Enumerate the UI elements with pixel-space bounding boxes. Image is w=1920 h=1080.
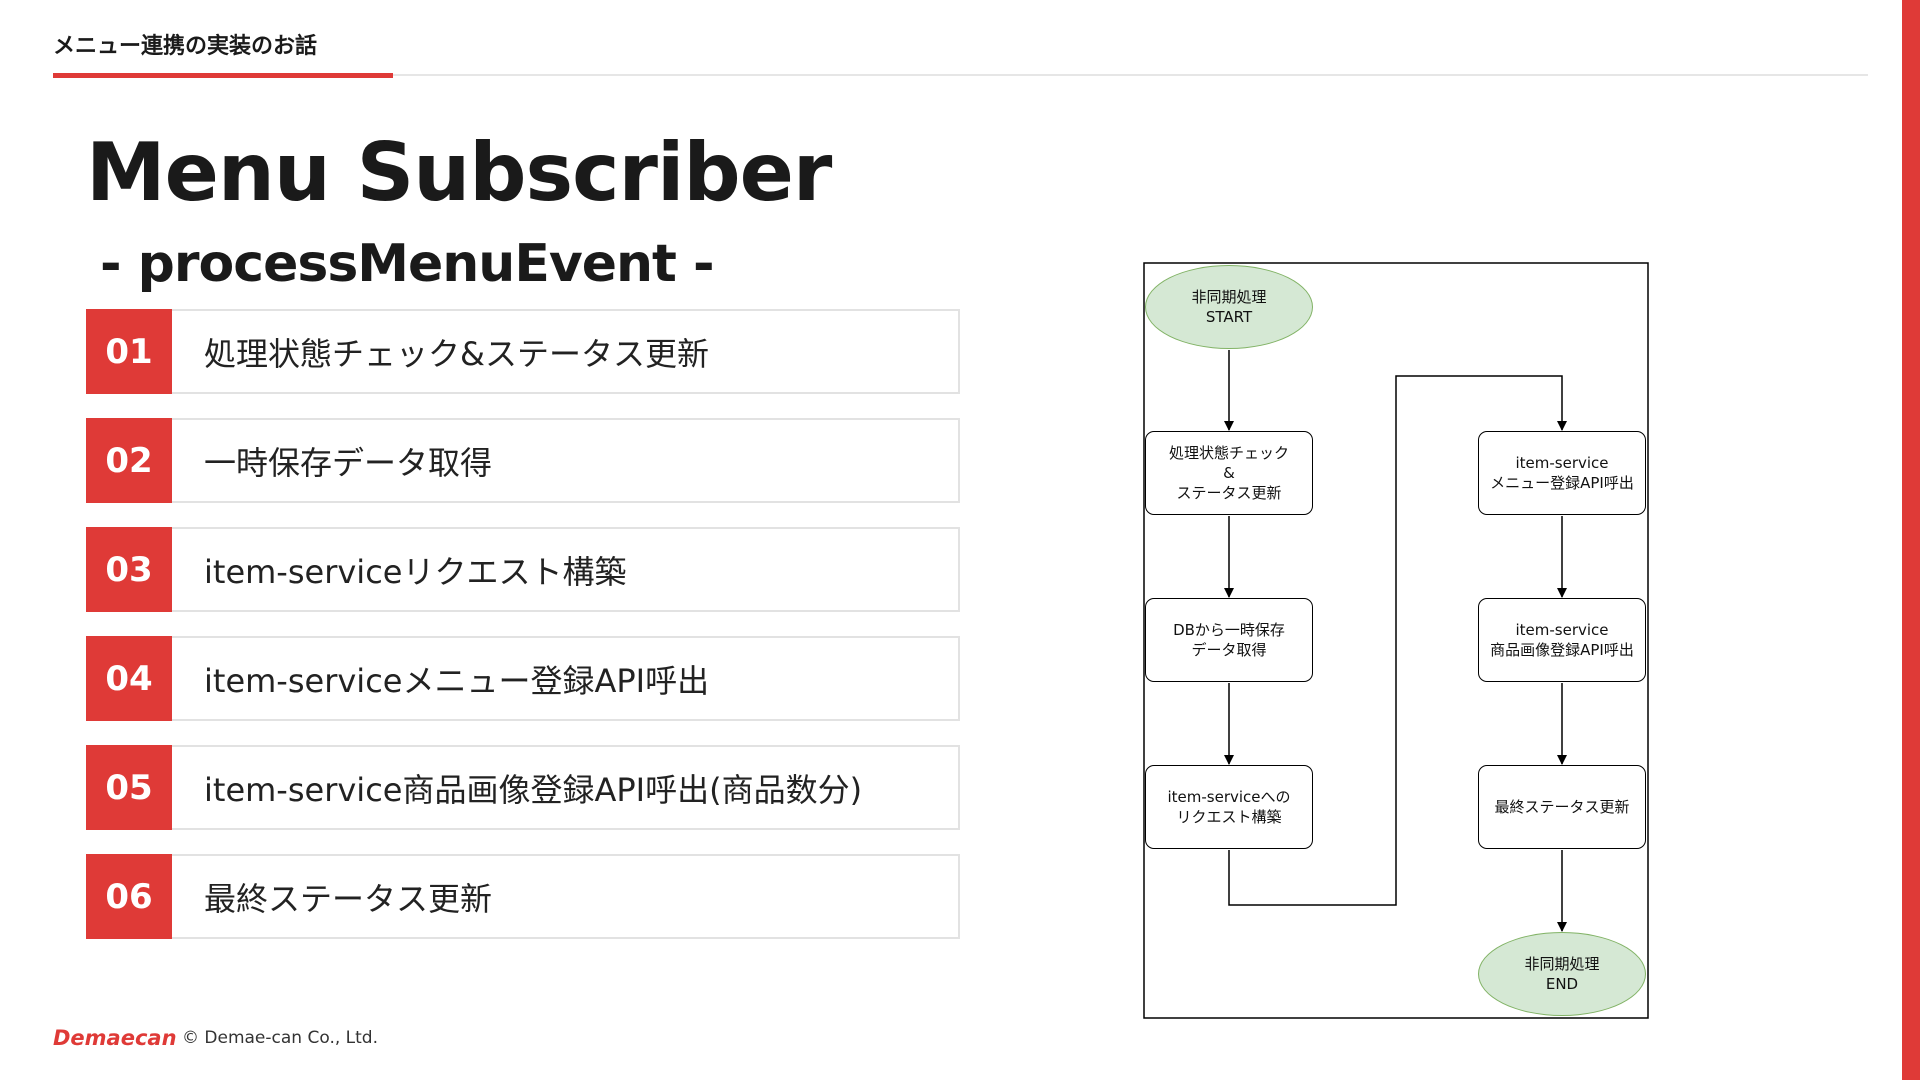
connector-build-menu-api [1228, 375, 1567, 906]
diagram-frame [1143, 262, 1649, 1019]
step-item: 03 item-serviceリクエスト構築 [86, 527, 960, 612]
flow-check-node: 処理状態チェック & ステータス更新 [1145, 431, 1313, 515]
flow-start-node: 非同期処理 START [1145, 265, 1313, 349]
step-label: 処理状態チェック&ステータス更新 [204, 334, 709, 373]
flow-fetch-node: DBから一時保存 データ取得 [1145, 598, 1313, 682]
step-label: 最終ステータス更新 [204, 879, 493, 918]
flow-image-api-node: item-service 商品画像登録API呼出 [1478, 598, 1646, 682]
step-number: 02 [86, 418, 172, 503]
step-label: item-serviceメニュー登録API呼出 [204, 661, 710, 700]
step-label: item-serviceリクエスト構築 [204, 552, 627, 591]
step-label: item-service商品画像登録API呼出(商品数分) [204, 770, 863, 809]
step-label: 一時保存データ取得 [204, 443, 493, 482]
copyright-text: © Demae-can Co., Ltd. [182, 1028, 378, 1048]
flow-end-node: 非同期処理 END [1478, 932, 1646, 1016]
step-number: 01 [86, 309, 172, 394]
accent-side-bar [1902, 0, 1920, 1080]
slide-subtitle: - processMenuEvent - [100, 234, 715, 294]
flow-final-node: 最終ステータス更新 [1478, 765, 1646, 849]
step-item: 02 一時保存データ取得 [86, 418, 960, 503]
section-title: メニュー連携の実装のお話 [53, 34, 318, 59]
step-item: 01 処理状態チェック&ステータス更新 [86, 309, 960, 394]
step-number: 04 [86, 636, 172, 721]
step-list: 01 処理状態チェック&ステータス更新 02 一時保存データ取得 03 item… [86, 309, 960, 963]
header-accent-underline [53, 73, 393, 78]
flow-menu-api-node: item-service メニュー登録API呼出 [1478, 431, 1646, 515]
step-item: 04 item-serviceメニュー登録API呼出 [86, 636, 960, 721]
step-item: 05 item-service商品画像登録API呼出(商品数分) [86, 745, 960, 830]
flowchart-connectors [1143, 262, 1649, 1019]
flowchart-diagram: 非同期処理 START 処理状態チェック & ステータス更新 DBから一時保存 … [1143, 262, 1650, 1019]
step-item: 06 最終ステータス更新 [86, 854, 960, 939]
step-number: 06 [86, 854, 172, 939]
step-number: 03 [86, 527, 172, 612]
company-logo: Demaecan [53, 1026, 177, 1050]
header-divider [53, 74, 1868, 76]
slide-title: Menu Subscriber [86, 126, 832, 219]
step-number: 05 [86, 745, 172, 830]
flow-build-node: item-serviceへの リクエスト構築 [1145, 765, 1313, 849]
